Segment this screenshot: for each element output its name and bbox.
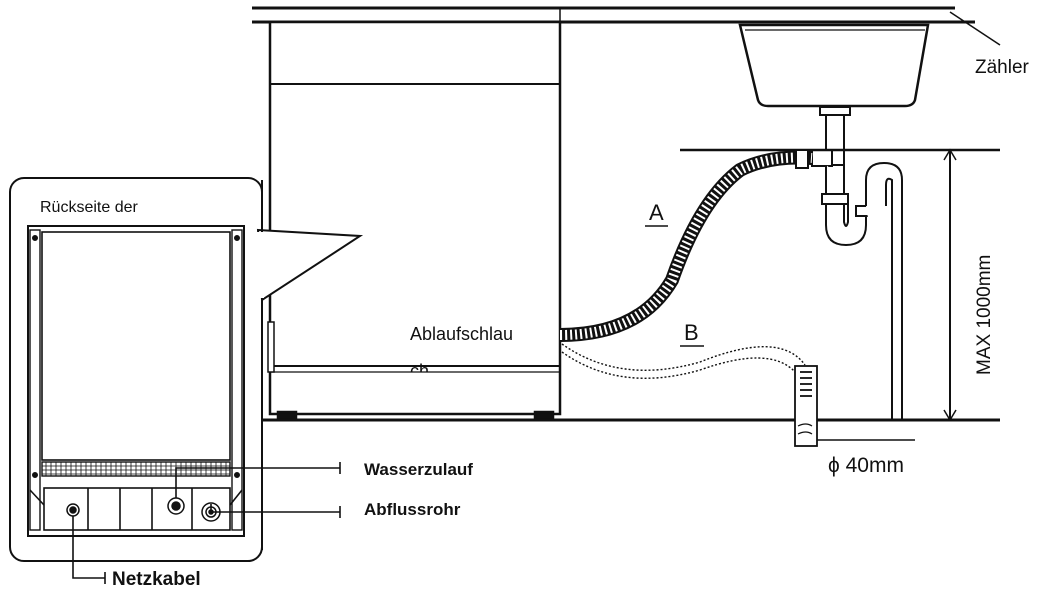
back-of-label: Rückseite der: [40, 199, 138, 216]
water-inlet-port: [167, 497, 185, 515]
leader-lines: [72, 225, 704, 584]
rear-vent-grid: [41, 461, 231, 477]
drain-hose-b: [561, 343, 806, 379]
drain-hose-a: [559, 149, 813, 342]
standpipe: [794, 365, 915, 447]
rear-connector-row: [29, 487, 243, 531]
hose-a-label: A: [649, 200, 664, 225]
diameter-label: ϕ 40mm: [828, 454, 904, 477]
water-inlet-label: Wasserzulauf: [364, 460, 473, 479]
hose-b-label: B: [684, 320, 699, 345]
drain-hose-label-line1: Ablaufschlau: [410, 324, 513, 344]
counter-label: Zähler: [975, 57, 1030, 78]
max-height-label: MAX 1000mm: [974, 255, 995, 375]
dishwasher-body: [267, 20, 562, 422]
rear-panel: [27, 225, 245, 537]
sink-drain-trap: [811, 106, 914, 421]
drain-hose-label-line2: ch: [410, 361, 429, 381]
power-cable-port: [66, 503, 80, 517]
height-dimension: [680, 148, 1000, 422]
power-cable-label: Netzkabel: [112, 569, 201, 590]
drain-pipe-label: Abflussrohr: [364, 500, 461, 519]
sink-basin: [738, 23, 930, 108]
